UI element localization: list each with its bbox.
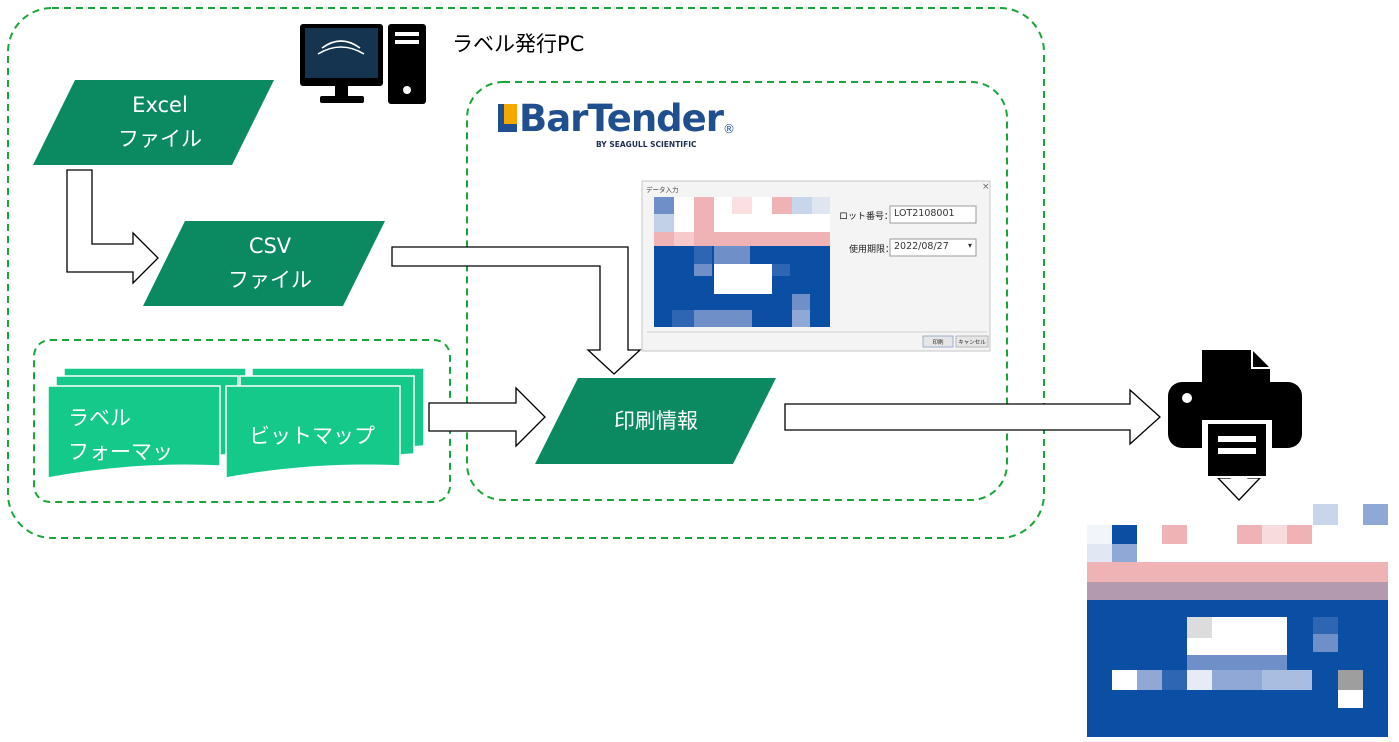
dialog-print-button-label: 印刷 xyxy=(932,340,944,346)
pc-group-border xyxy=(7,7,1045,539)
arrow-excel-to-csv xyxy=(66,169,159,285)
arrow-csv-to-print-info xyxy=(391,246,642,375)
dialog-title: データ入力 xyxy=(646,186,679,194)
dialog-label-preview-mosaic xyxy=(654,197,830,327)
expiry-date-value: 2022/08/27 xyxy=(894,241,949,252)
bartender-brand-text: BarTender® xyxy=(519,97,735,140)
lot-number-field xyxy=(889,205,977,224)
pc-label: ラベル発行PC xyxy=(452,32,585,56)
dialog-close-icon: × xyxy=(982,182,990,192)
pc-monitor-icon xyxy=(300,24,383,103)
pc-tower-icon xyxy=(388,24,426,104)
arrow-print-info-to-printer xyxy=(784,388,1161,446)
expiry-date-label: 使用期限： xyxy=(849,245,895,255)
dialog-cancel-button xyxy=(955,335,989,348)
bitmap-document-stack xyxy=(225,367,425,479)
lot-number-value: LOT2108001 xyxy=(894,208,955,219)
printed-label-mosaic xyxy=(1087,504,1388,737)
excel-file-label: Excel ファイル xyxy=(118,93,202,151)
bartender-group-border xyxy=(466,81,1008,501)
label-format-label: ラベル フォーマット xyxy=(68,406,173,498)
expiry-date-field xyxy=(889,238,977,257)
arrow-templates-to-print-info xyxy=(428,386,546,448)
bartender-tagline: BY SEAGULL SCIENTIFIC xyxy=(596,140,697,149)
printer-icon xyxy=(1168,350,1302,478)
bitmap-label: ビットマップ xyxy=(249,424,375,448)
csv-file-node xyxy=(143,221,385,306)
bartender-logo-icon xyxy=(498,104,517,132)
expiry-dropdown-icon: ▾ xyxy=(968,241,973,250)
lot-number-label: ロット番号： xyxy=(839,212,894,222)
dialog-print-button xyxy=(922,335,954,348)
print-info-label: 印刷情報 xyxy=(614,409,698,433)
print-info-node xyxy=(535,378,776,464)
csv-file-label: CSV ファイル xyxy=(228,234,312,292)
dialog-cancel-button-label: キャンセル xyxy=(958,340,986,346)
label-format-document-stack xyxy=(47,367,247,479)
excel-file-node xyxy=(33,80,274,165)
